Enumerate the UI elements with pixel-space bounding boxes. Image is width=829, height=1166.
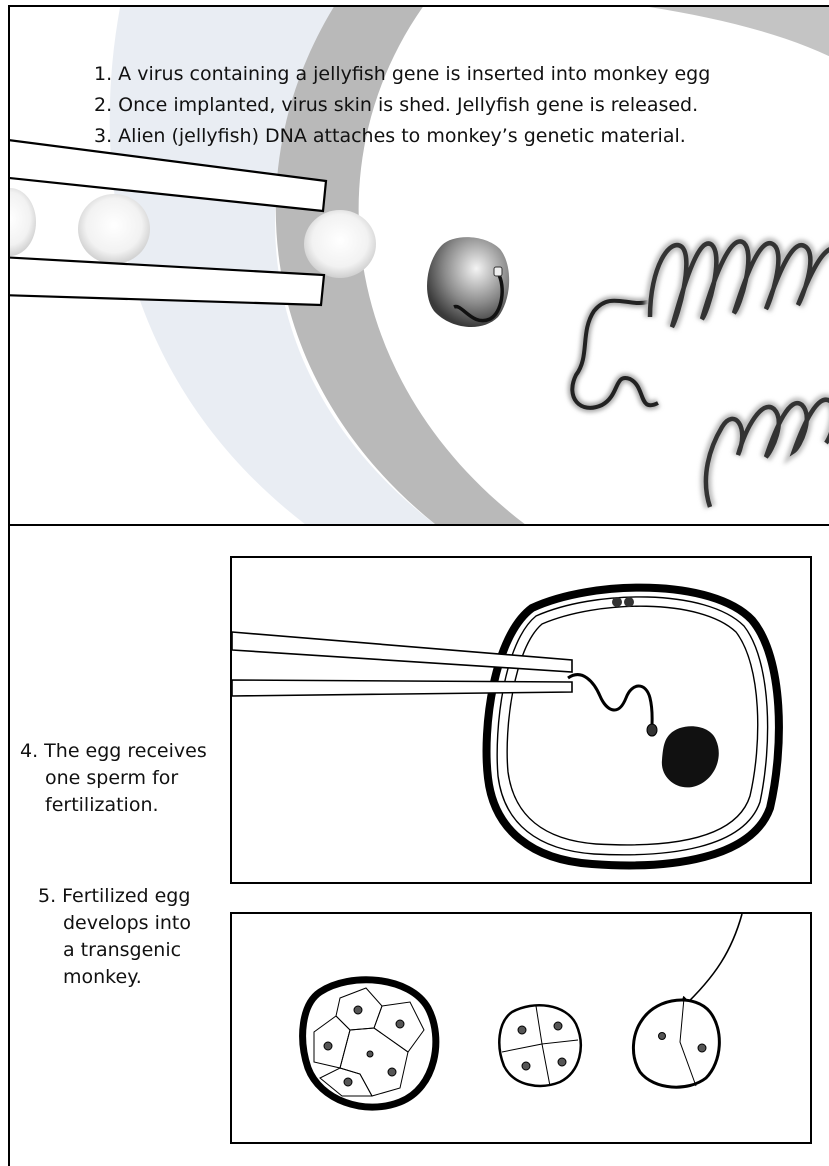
two-cell-embryo	[633, 998, 719, 1087]
egg-outer-membrane	[487, 588, 779, 866]
sperm-head	[647, 724, 657, 736]
polar-body	[612, 597, 622, 607]
top-panel: 1. A virus containing a jellyfish gene i…	[8, 5, 829, 526]
cell-puff	[10, 188, 36, 256]
morula-cell	[303, 980, 436, 1107]
step-5-line-4: monkey.	[38, 964, 228, 991]
step-5-line-3: a transgenic	[38, 937, 228, 964]
membrane-band-outer	[570, 7, 829, 67]
step-5-line-2: develops into	[38, 910, 228, 937]
step-list: 1. A virus containing a jellyfish gene i…	[94, 59, 710, 152]
step-1: 1. A virus containing a jellyfish gene i…	[94, 59, 710, 90]
step-4-label: 4. The egg receives one sperm for fertil…	[20, 738, 226, 819]
cell-puff	[78, 194, 150, 264]
development-illustration	[232, 914, 810, 1142]
polar-body	[624, 597, 634, 607]
step-3: 3. Alien (jellyfish) DNA attaches to mon…	[94, 121, 710, 152]
step-4-line-3: fertilization.	[20, 792, 226, 819]
development-arrow	[682, 914, 742, 1008]
development-box	[230, 912, 812, 1144]
fertilization-box	[230, 556, 812, 884]
step-4-line-1: 4. The egg receives	[20, 740, 207, 762]
step-5-label: 5. Fertilized egg develops into a transg…	[38, 883, 228, 991]
cell-puff	[304, 210, 376, 278]
dna-coil-upper	[650, 241, 829, 327]
four-cell-embryo	[499, 1005, 580, 1086]
fertilization-illustration	[232, 558, 810, 882]
dna-coil-lower	[706, 400, 829, 507]
step-4-line-2: one sperm for	[20, 765, 226, 792]
step-5-line-1: 5. Fertilized egg	[38, 885, 190, 907]
step-2: 2. Once implanted, virus skin is shed. J…	[94, 90, 710, 121]
